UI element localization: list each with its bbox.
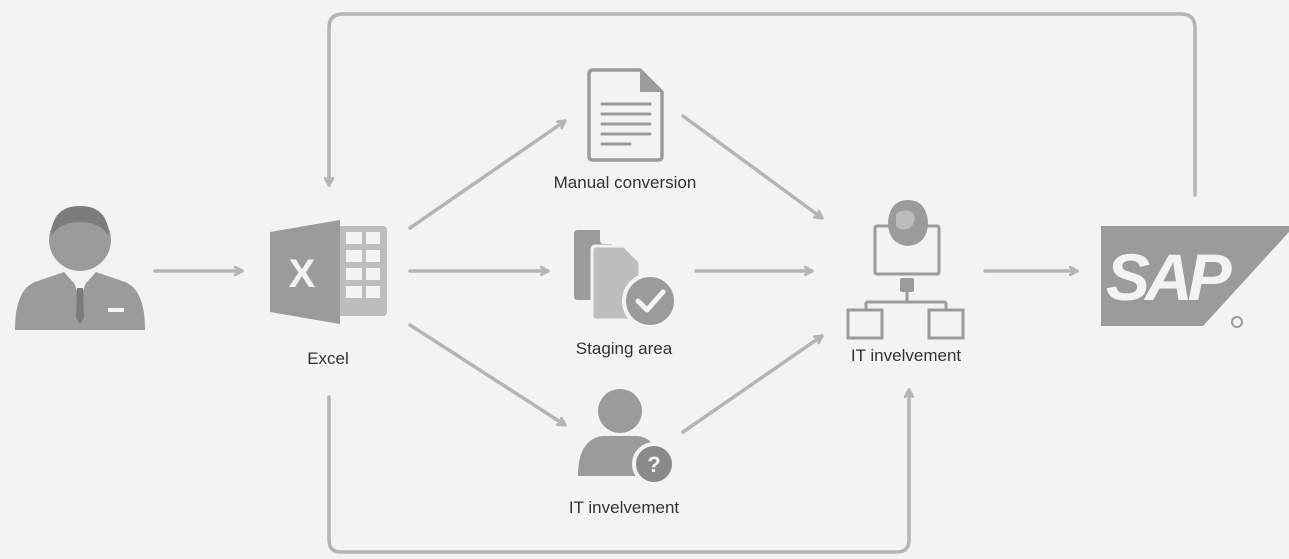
excel-label: Excel: [307, 349, 349, 368]
excel-logo-letter: X: [289, 252, 316, 296]
sap-logo-icon: SAP: [1101, 226, 1289, 328]
business-user-icon: [15, 206, 145, 330]
it-involvement-hub-label: IT invelvement: [850, 346, 962, 365]
it-involvement-bottom-label: IT invelvement: [568, 498, 680, 517]
arrow-excel-to-document: [408, 119, 567, 230]
arrow-sap-to-excel-loop: [329, 12, 1197, 197]
svg-text:?: ?: [647, 452, 660, 477]
network-hierarchy-icon: [846, 200, 965, 340]
staging-area-icon: [574, 230, 678, 329]
connectors: [153, 12, 1197, 554]
arrow-excel-to-it-person: [408, 323, 567, 427]
sap-logo-text: SAP: [1106, 240, 1233, 314]
arrow-excel-to-network-loop: [327, 388, 909, 554]
it-person-question-icon: ?: [578, 389, 676, 486]
document-icon: [587, 68, 664, 162]
manual-conversion-label: Manual conversion: [553, 173, 697, 192]
staging-area-label: Staging area: [575, 339, 673, 358]
arrow-document-to-network: [681, 114, 824, 220]
excel-icon: X: [270, 220, 387, 324]
arrow-it-person-to-network: [681, 334, 824, 434]
